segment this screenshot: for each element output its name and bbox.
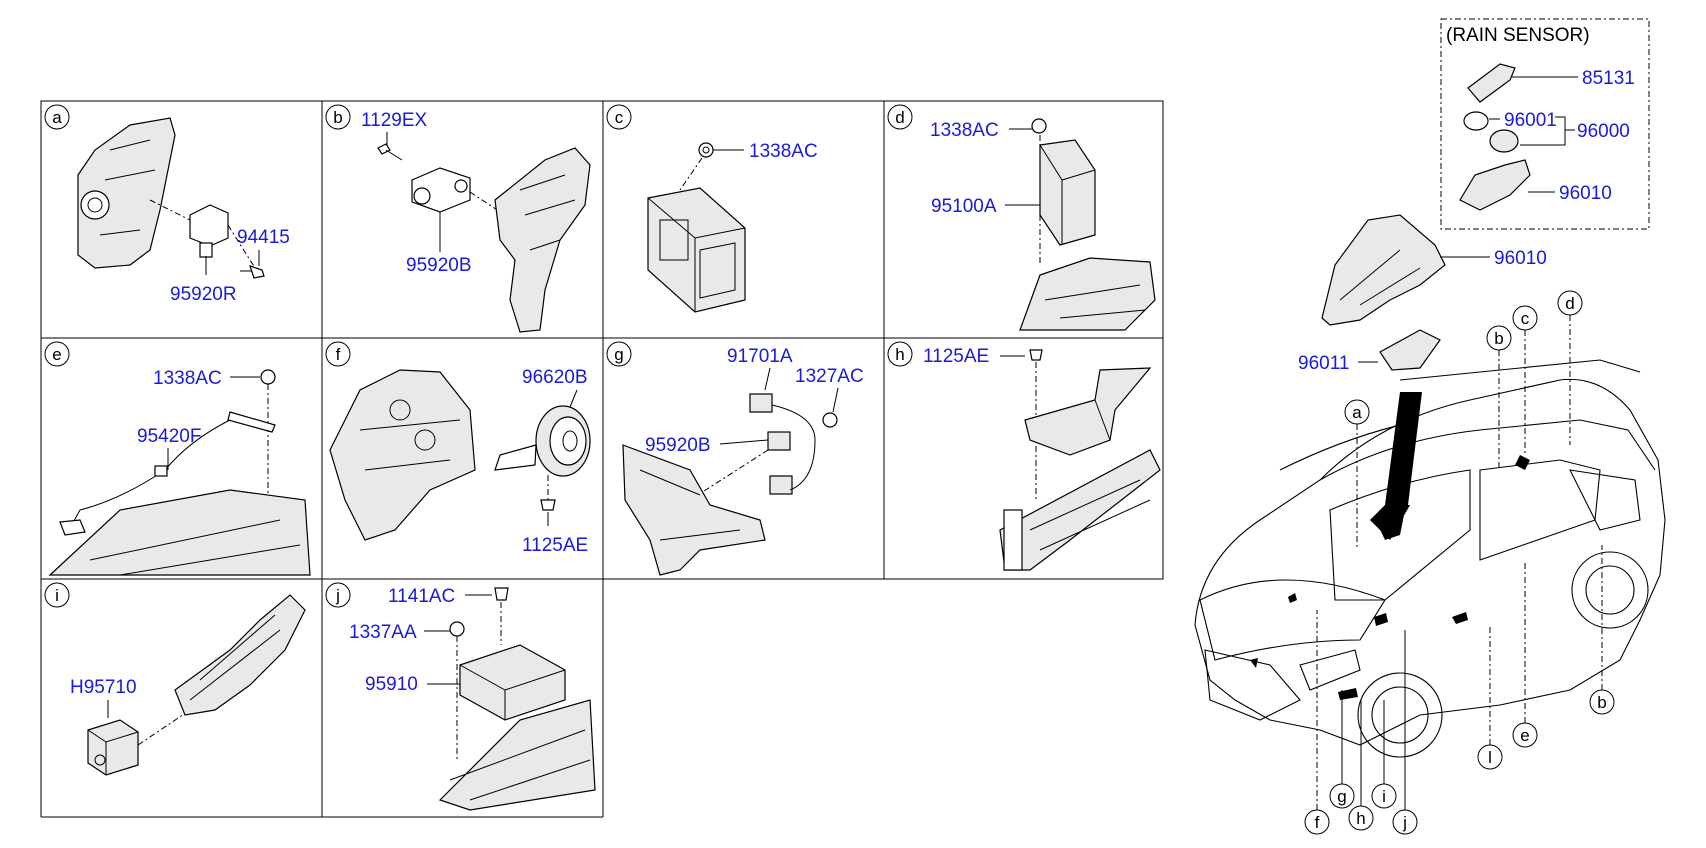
panel-a-part-1: 94415 <box>237 227 290 248</box>
rain-sensor-part-1: 85131 <box>1582 68 1635 89</box>
overview-callout-i: i <box>1382 787 1386 806</box>
panel-j-part-3: 95910 <box>365 674 418 695</box>
overview-callout-g: g <box>1337 787 1346 806</box>
overview-callout-b-right: b <box>1597 693 1606 712</box>
overview-part-1: 96010 <box>1494 248 1547 269</box>
panel-f-part-2: 1125AE <box>522 535 588 556</box>
vehicle-overview: 96010 96011 <box>1194 214 1666 835</box>
panel-f: f 96620B 1125AE <box>325 341 591 556</box>
panel-a-letter: a <box>52 108 62 127</box>
panel-j-part-1: 1141AC <box>388 586 455 607</box>
rain-sensor-part-4: 96010 <box>1559 183 1612 204</box>
rain-sensor-box: (RAIN SENSOR) 85131 96001 96000 96010 <box>1440 18 1650 230</box>
panel-b-part-1: 1129EX <box>361 110 428 131</box>
overview-callout-e: e <box>1520 726 1529 745</box>
panel-c-part-1: 1338AC <box>749 141 818 162</box>
panel-d: d 1338AC 95100A <box>887 104 1156 331</box>
overview-callout-a: a <box>1352 403 1362 422</box>
panel-d-letter: d <box>895 108 904 127</box>
panel-j-part-2: 1337AA <box>349 622 417 643</box>
panel-a-part-2: 95920R <box>170 284 237 305</box>
overview-callout-b-top: b <box>1494 329 1503 348</box>
overview-callout-h: h <box>1356 809 1365 828</box>
overview-callout-f: f <box>1315 813 1320 832</box>
panel-i-part-1: H95710 <box>70 677 137 698</box>
overview-callout-l: l <box>1488 748 1492 767</box>
panel-h: h 1125AE <box>887 341 1161 571</box>
panel-d-part-1: 1338AC <box>930 120 999 141</box>
panel-g: g 91701A 1327AC 95920B <box>606 341 864 576</box>
rain-sensor-part-2: 96001 <box>1504 110 1557 131</box>
panel-f-part-1: 96620B <box>522 367 588 388</box>
panel-h-letter: h <box>895 345 904 364</box>
panel-i: i H95710 <box>44 582 306 776</box>
panel-i-letter: i <box>55 586 59 605</box>
panel-g-part-1: 91701A <box>727 346 793 367</box>
panel-b: b 1129EX 95920B <box>325 104 591 333</box>
overview-callout-d: d <box>1565 294 1574 313</box>
panel-g-part-3: 95920B <box>645 435 711 456</box>
panel-e-part-2: 95420F <box>137 426 201 447</box>
panel-f-letter: f <box>336 345 341 364</box>
panel-e-letter: e <box>52 345 61 364</box>
rain-sensor-title: (RAIN SENSOR) <box>1446 25 1590 46</box>
overview-part-2: 96011 <box>1298 353 1349 374</box>
overview-callout-j: j <box>1402 813 1407 832</box>
overview-callout-c: c <box>1521 309 1530 328</box>
panel-e-part-1: 1338AC <box>153 368 222 389</box>
panel-grid <box>40 100 1164 818</box>
panel-g-letter: g <box>614 345 623 364</box>
panel-g-part-2: 1327AC <box>795 366 864 387</box>
panel-b-part-2: 95920B <box>406 255 472 276</box>
panel-c-letter: c <box>615 108 624 127</box>
panel-c: c 1338AC <box>606 104 818 313</box>
panel-h-part-1: 1125AE <box>923 346 989 367</box>
panel-e: e 1338AC 95420F <box>44 341 311 576</box>
panel-d-part-2: 95100A <box>931 196 997 217</box>
panel-j: j 1141AC 1337AA 95910 <box>325 582 596 811</box>
panel-j-letter: j <box>335 586 340 605</box>
panel-a: a 94415 95920R <box>44 104 290 305</box>
panel-b-letter: b <box>333 108 342 127</box>
rain-sensor-part-3: 96000 <box>1577 121 1630 142</box>
